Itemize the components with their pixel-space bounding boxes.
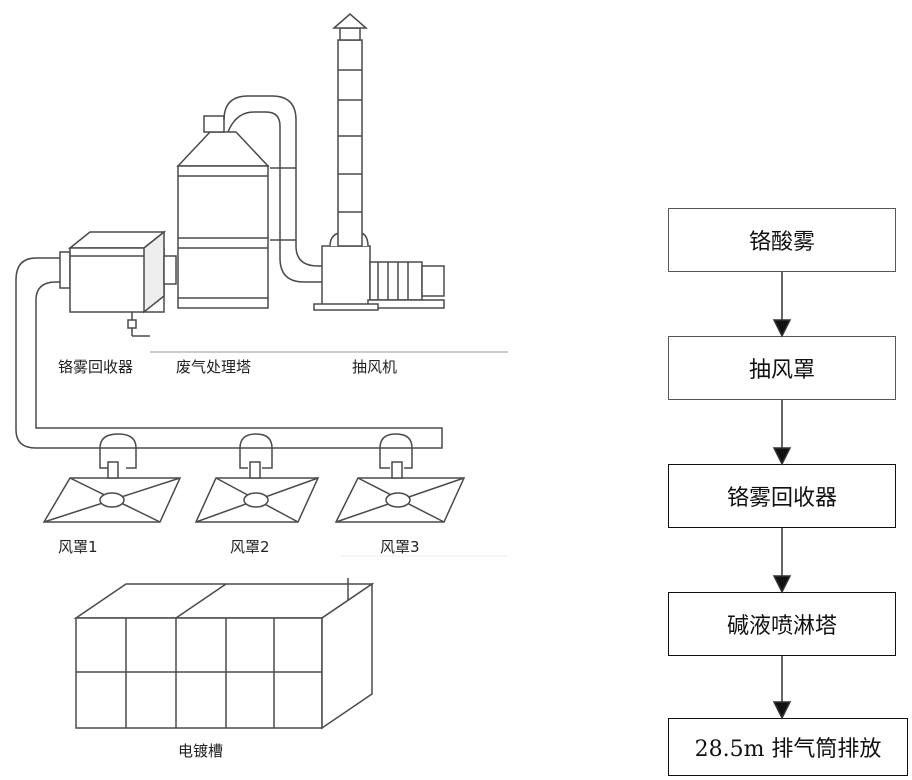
fan-label: 抽风机 [352,358,398,376]
hood3-label: 风罩3 [380,538,420,556]
chrome-recovery-unit [59,230,177,337]
hood2-label: 风罩2 [230,538,270,556]
flow-step-hood: 抽风罩 [668,336,896,400]
chrome-recovery-label: 铬雾回收器 [58,358,134,376]
gas-tower-label: 废气处理塔 [176,358,252,376]
hood-3 [334,461,466,523]
gas-treatment-tower [176,95,322,309]
hood1-label: 风罩1 [58,538,98,556]
flow-step-chromic-mist: 铬酸雾 [668,208,896,272]
flow-step-stack-discharge: 28.5m 排气筒排放 [668,718,908,776]
hood-2 [194,461,320,523]
exhaust-fan [313,231,445,311]
flow-step-scrubber: 碱液喷淋塔 [668,592,896,656]
equipment-schematic [15,13,508,730]
plating-tank-label: 电镀槽 [178,742,224,760]
hood2-branch [239,448,273,469]
plating-tank [73,578,375,730]
exhaust-stack [332,13,368,247]
hood3-branch [379,448,413,469]
hood-1 [42,461,182,523]
main-duct [15,257,443,449]
flow-step-recovery: 铬雾回收器 [668,464,896,528]
